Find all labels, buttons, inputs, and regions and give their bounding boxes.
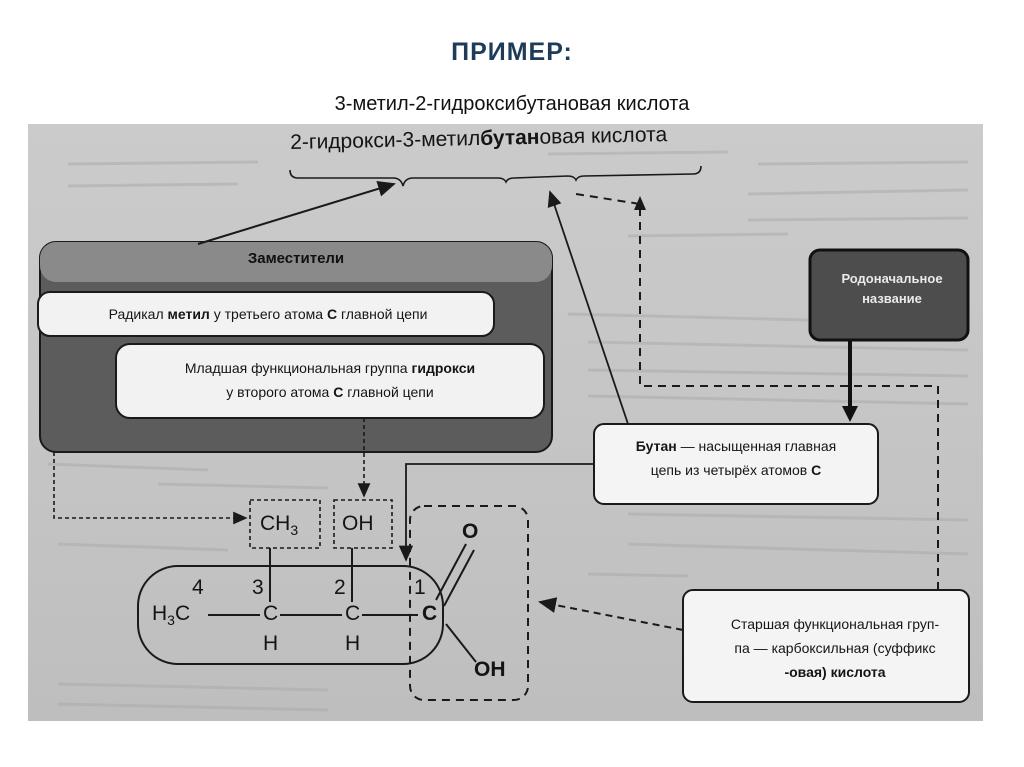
butan-text-3: цепь из четырёх атомов bbox=[650, 462, 812, 478]
senior-group-text: Старшая функциональная груп- па — карбок… bbox=[690, 612, 980, 684]
junior-text-3: у второго атома bbox=[226, 384, 334, 400]
root-name-box bbox=[808, 248, 970, 342]
root-name-text: Родоначальное название bbox=[812, 269, 972, 309]
atom-h3c: H3C bbox=[152, 602, 191, 629]
radical-text-5: главной цепи bbox=[337, 306, 428, 322]
junior-text-c: С bbox=[333, 384, 344, 400]
chain-number-1: 1 bbox=[414, 576, 426, 599]
butan-text-2: — насыщенная главная bbox=[676, 438, 837, 454]
main-chain-oval bbox=[137, 565, 444, 665]
junior-text-5: главной цепи bbox=[343, 384, 434, 400]
name-part-root: бутан bbox=[479, 125, 540, 151]
name-brace bbox=[289, 165, 702, 187]
chain-number-2: 2 bbox=[334, 576, 346, 599]
radical-text-c: С bbox=[326, 306, 338, 322]
atom-c2: C bbox=[345, 602, 361, 625]
senior-line2: па — карбоксильная (суффикс bbox=[734, 640, 936, 656]
ch3-dashed-box bbox=[249, 499, 321, 549]
atom-h2: H bbox=[345, 632, 361, 655]
name-part-suffix: овая кислота bbox=[539, 124, 668, 149]
atom-oh: OH bbox=[342, 512, 374, 535]
root-name-line2: название bbox=[862, 291, 922, 306]
textbook-photo: 2-гидрокси-3-метилбутановая кислота Заме… bbox=[28, 124, 983, 721]
senior-line3b: кислота bbox=[830, 664, 886, 680]
root-name-line1: Родоначальное bbox=[841, 271, 943, 286]
junior-group-box bbox=[115, 343, 545, 419]
photo-texture bbox=[47, 150, 969, 712]
radical-text-3: у третьего атома bbox=[209, 306, 327, 322]
diagram-lines bbox=[37, 165, 970, 703]
senior-line1: Старшая функциональная груп- bbox=[730, 616, 940, 632]
butan-text-bold: Бутан bbox=[635, 438, 677, 454]
butan-text-c: С bbox=[811, 462, 822, 478]
atom-ch3: CH3 bbox=[260, 512, 299, 539]
atom-h3: H bbox=[263, 632, 279, 655]
atom-o: O bbox=[462, 520, 479, 543]
carboxyl-dashed-box bbox=[409, 505, 529, 701]
junior-text-1: Младшая функциональная группа bbox=[184, 360, 412, 376]
oh-dashed-box bbox=[333, 499, 393, 549]
substituents-title: Заместители bbox=[247, 250, 345, 267]
chain-number-4: 4 bbox=[192, 576, 204, 599]
senior-line3a: -овая) bbox=[784, 664, 831, 680]
senior-group-box bbox=[682, 589, 970, 703]
atom-c3: C bbox=[263, 602, 279, 625]
junior-text-hydroxy: гидрокси bbox=[411, 360, 476, 376]
radical-box bbox=[37, 291, 495, 337]
chain-number-3: 3 bbox=[252, 576, 264, 599]
atom-oh-acid: OH bbox=[474, 658, 506, 681]
butan-text: Бутан — насыщенная главная цепь из четыр… bbox=[602, 434, 870, 482]
radical-text-methyl: метил bbox=[167, 306, 210, 322]
radical-text-1: Радикал bbox=[108, 306, 168, 322]
atom-c1: C bbox=[422, 602, 438, 625]
radical-text: Радикал метил у третьего атома С главной… bbox=[48, 302, 488, 326]
junior-group-text: Младшая функциональная группа гидрокси у… bbox=[120, 356, 540, 404]
slide-subtitle: 3-метил-2-гидроксибутановая кислота bbox=[334, 93, 690, 115]
slide-title: ПРИМЕР: bbox=[451, 38, 573, 66]
name-part-substituents: 2-гидрокси-3-метил bbox=[290, 127, 481, 154]
